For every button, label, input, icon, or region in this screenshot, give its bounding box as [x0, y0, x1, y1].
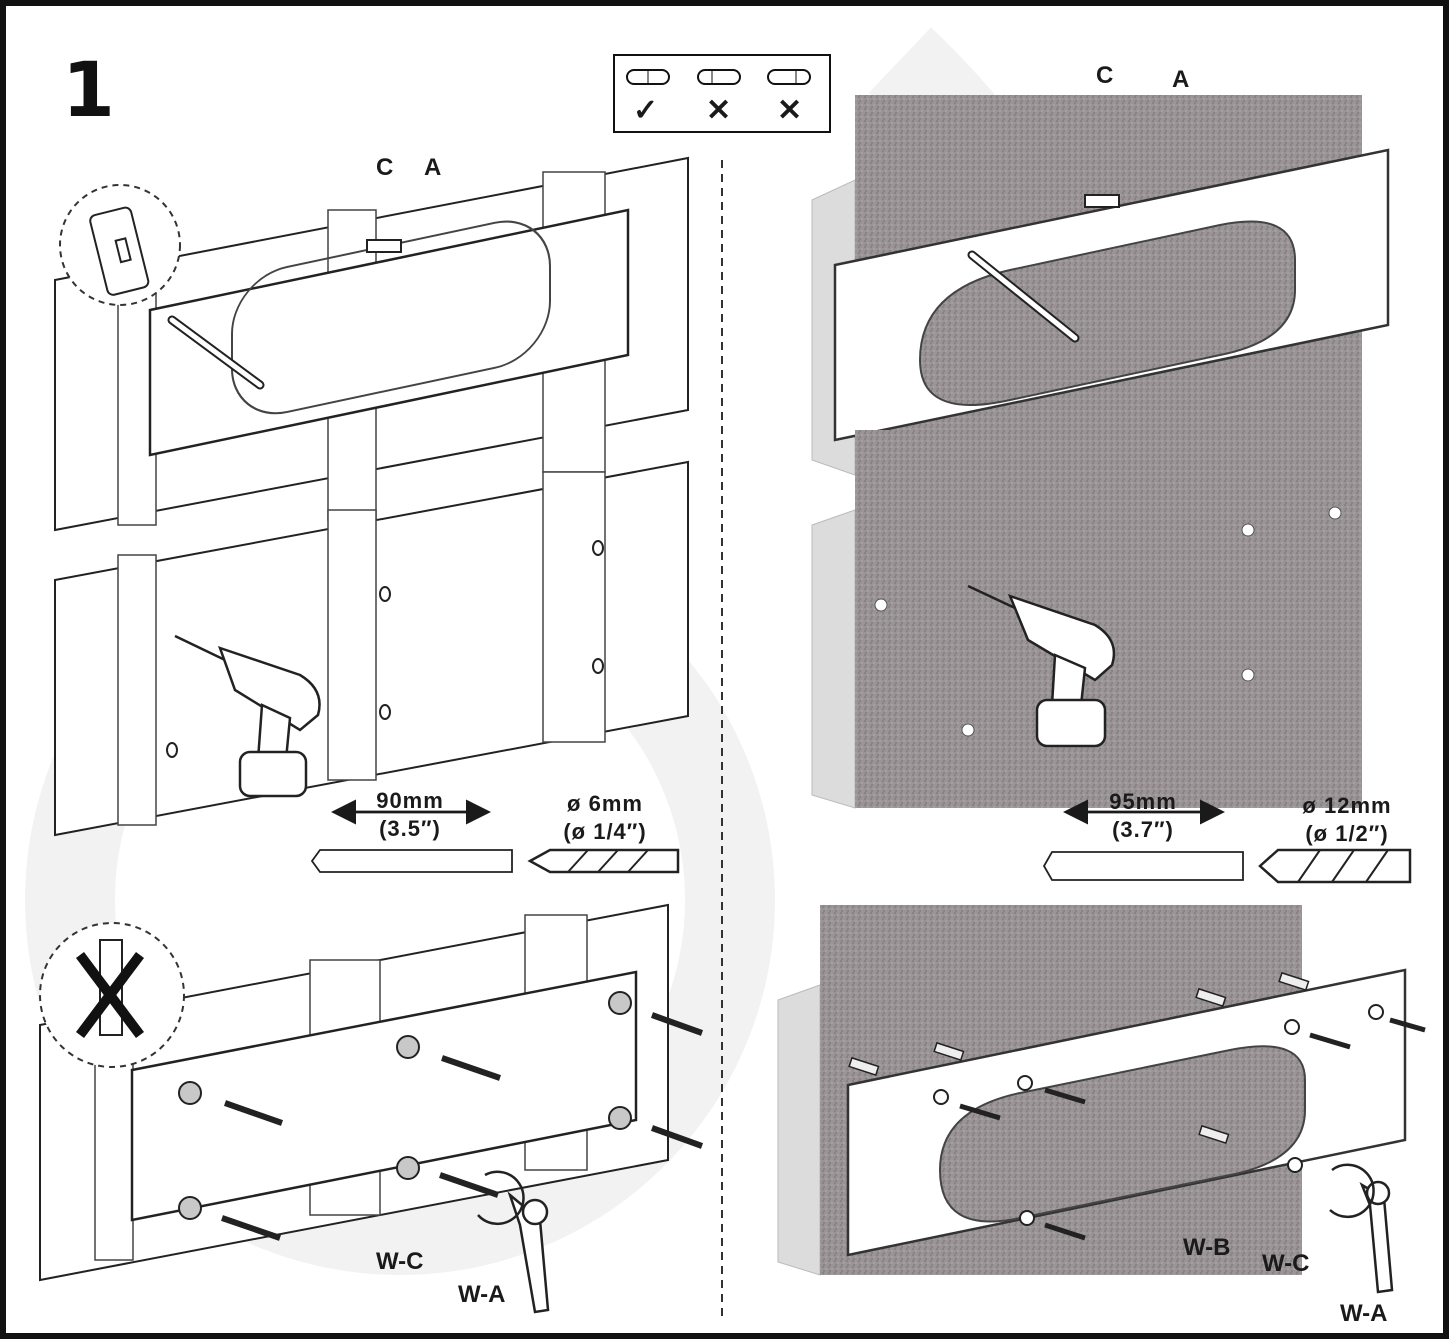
wood-washer-label: W-C	[376, 1248, 424, 1275]
concrete-washer-label: W-C	[1262, 1250, 1310, 1277]
concrete-drill-bit-diagram	[1042, 848, 1412, 884]
wood-drill-bit-diagram	[310, 848, 680, 874]
wood-washers-bolts	[178, 991, 704, 1241]
concrete-label-c: C	[1096, 62, 1114, 89]
cross-icon: ✕	[777, 94, 803, 127]
concrete-wall-drill-panel	[811, 430, 1362, 809]
wood-drill-depth-in: (3.5″)	[379, 815, 441, 841]
wood-label-c: C	[376, 154, 394, 181]
concrete-drill-depth-in: (3.7″)	[1112, 816, 1174, 842]
wall-anchors	[848, 971, 1310, 1145]
wood-bit-diameter: ø 6mm (ø 1/4″)	[540, 790, 670, 845]
level-bubble-right	[767, 69, 811, 85]
concrete-bit-diameter-mm: ø 12mm	[1302, 793, 1392, 818]
check-icon: ✓	[633, 94, 659, 127]
concrete-bit-diameter: ø 12mm (ø 1/2″)	[1282, 792, 1412, 847]
concrete-wall-fix-panel	[777, 905, 1426, 1294]
wood-bit-diameter-mm: ø 6mm	[567, 791, 643, 816]
pencil-icon	[967, 250, 1080, 343]
pencil-icon	[167, 315, 265, 390]
wood-drill-depth: 90mm (3.5″)	[350, 787, 470, 842]
level-bubble-left	[697, 69, 741, 85]
wood-wall-drill-panel	[54, 460, 689, 837]
wood-label-a: A	[424, 154, 442, 181]
drill-icon	[967, 584, 1116, 748]
level-bubble-centered	[626, 69, 670, 85]
concrete-bit-diameter-in: (ø 1/2″)	[1305, 820, 1389, 846]
concrete-anchor-label: W-B	[1183, 1234, 1231, 1261]
level-tool-c	[366, 239, 402, 253]
step-number: 1	[62, 45, 115, 134]
wood-bit-diameter-in: (ø 1/4″)	[563, 818, 647, 844]
wood-drill-depth-mm: 90mm	[376, 788, 444, 813]
wrench-icon	[1329, 1163, 1394, 1294]
drill-icon	[174, 634, 321, 798]
concrete-bolt-label: W-A	[1340, 1300, 1388, 1327]
cross-icon: ✕	[706, 94, 732, 127]
wrench-icon	[477, 1170, 550, 1314]
concrete-label-a: A	[1172, 66, 1190, 93]
no-anchor-inset	[39, 922, 185, 1068]
concrete-drill-depth-mm: 95mm	[1109, 789, 1177, 814]
stud-finder-inset	[59, 184, 181, 306]
wood-wall-fix-panel	[39, 903, 669, 1282]
concrete-wall-mark-panel	[811, 95, 1390, 476]
level-check-box	[613, 54, 831, 133]
wood-bolt-label: W-A	[458, 1281, 506, 1308]
concrete-drill-depth: 95mm (3.7″)	[1083, 788, 1203, 843]
